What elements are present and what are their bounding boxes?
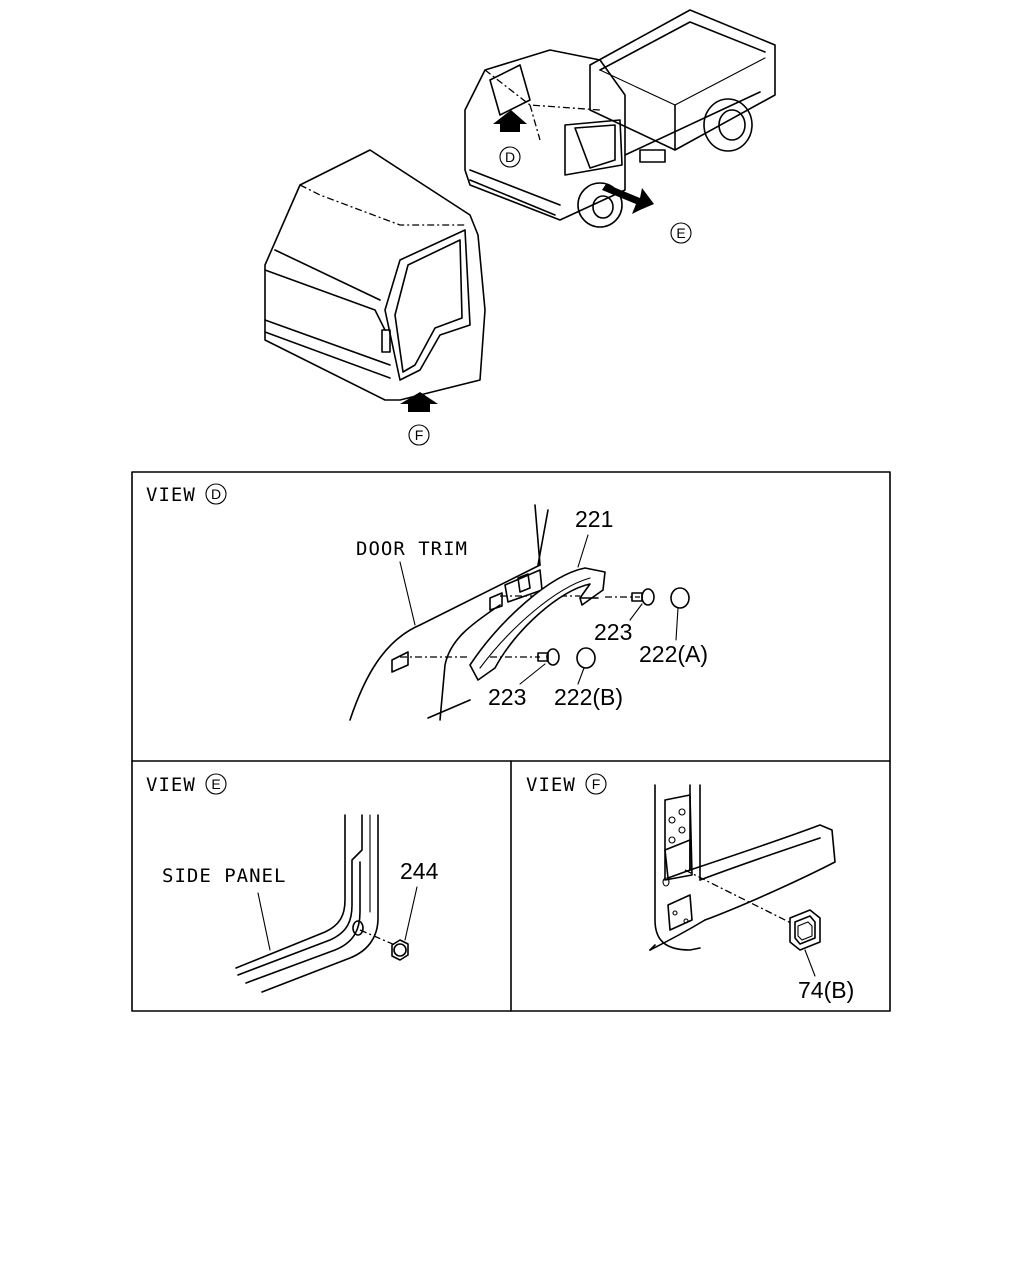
view-f-arrow-icon xyxy=(400,392,438,412)
view-marker-f-letter: F xyxy=(415,427,424,443)
view-d-arrow-icon xyxy=(493,110,527,132)
view-d-letter: D xyxy=(211,486,221,502)
cap-222b xyxy=(576,647,596,669)
part-label-223-lower: 223 xyxy=(488,684,526,710)
truck-illustration xyxy=(464,9,776,228)
cab-illustration xyxy=(264,149,486,412)
view-marker-e: E xyxy=(670,222,692,244)
door-trim-label: DOOR TRIM xyxy=(356,538,468,560)
side-panel-label: SIDE PANEL xyxy=(162,865,286,887)
screw-223-lower xyxy=(537,648,560,666)
view-e-letter: E xyxy=(211,776,220,792)
view-f-title: VIEW xyxy=(526,774,576,796)
view-d-title: VIEW xyxy=(146,484,196,506)
view-marker-d-letter: D xyxy=(505,149,515,165)
view-e-title: VIEW xyxy=(146,774,196,796)
part-label-222b: 222(B) xyxy=(554,684,623,710)
part-label-221: 221 xyxy=(575,506,613,532)
view-f-panel: VIEW F 74(B) xyxy=(526,773,854,1003)
part-label-244: 244 xyxy=(400,858,439,884)
part-label-222a: 222(A) xyxy=(639,641,708,667)
view-e-arrow-icon xyxy=(602,184,654,214)
cap-222a xyxy=(670,587,690,609)
view-d-panel: VIEW D DOOR TRIM 221 223 xyxy=(146,483,708,721)
view-marker-d: D xyxy=(499,146,521,168)
screw-223-upper xyxy=(631,588,655,606)
part-label-74b: 74(B) xyxy=(798,977,854,1003)
view-marker-e-letter: E xyxy=(676,225,685,241)
grip-handle-221 xyxy=(469,567,606,681)
grommet-74b xyxy=(789,909,821,951)
view-f-letter: F xyxy=(592,776,601,792)
clip-244 xyxy=(391,939,409,961)
part-label-223-upper: 223 xyxy=(594,619,632,645)
view-e-panel: VIEW E SIDE PANEL 244 xyxy=(146,773,439,993)
view-marker-f: F xyxy=(408,424,430,446)
